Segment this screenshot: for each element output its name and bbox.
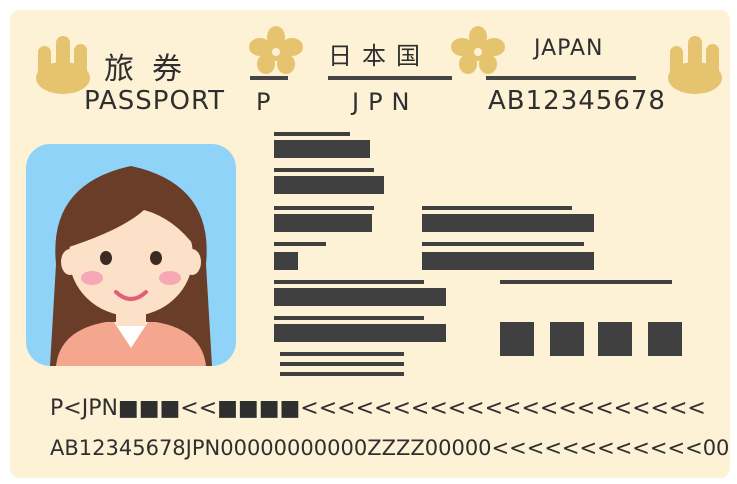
redaction-square [648, 322, 682, 356]
rule-type [250, 76, 288, 80]
redaction-bar [274, 214, 372, 232]
hand-emblem-icon-left [36, 36, 90, 94]
chrysanthemum-icon-right [451, 26, 505, 74]
rule-country-en [486, 76, 636, 80]
redaction-square [598, 322, 632, 356]
passport-card: 旅券 PASSPORT 日本国 JAPAN P JPN AB12345678 [10, 10, 730, 478]
country-en: JAPAN [534, 36, 604, 61]
title-en: PASSPORT [84, 86, 226, 116]
hand-emblem-icon-right [668, 36, 722, 94]
redaction-square [500, 322, 534, 356]
redaction-bar [274, 132, 350, 136]
rule-country-jp [328, 76, 452, 80]
redaction-square [550, 322, 584, 356]
chrysanthemum-icon-left [249, 26, 303, 74]
redaction-bar [274, 288, 446, 306]
redaction-bar [274, 168, 374, 172]
mrz-line-2: AB12345678JPN00000000000ZZZZ00000<<<<<<<… [50, 436, 730, 460]
passport-type: P [256, 88, 272, 116]
photo-portrait [26, 144, 236, 366]
redaction-bar [280, 352, 404, 356]
redaction-bar [274, 206, 374, 210]
redaction-bar [500, 280, 672, 284]
passport-number: AB12345678 [488, 86, 666, 116]
country-jp: 日本国 [328, 42, 430, 70]
mrz-line-1: P<JPN■■■<<■■■■<<<<<<<<<<<<<<<<<<<<<< [50, 396, 706, 421]
redaction-bar [280, 372, 404, 376]
redaction-bar [274, 324, 446, 342]
redaction-bar [274, 140, 370, 158]
redaction-bar [422, 252, 594, 270]
redaction-bar [422, 242, 584, 246]
redaction-bar [274, 242, 326, 246]
redaction-bar [274, 176, 384, 194]
redaction-bar [274, 280, 424, 284]
title-jp: 旅券 [104, 52, 200, 87]
redaction-bar [280, 362, 404, 366]
redaction-bar [422, 206, 572, 210]
issuing-country: JPN [352, 88, 419, 116]
redaction-bar [422, 214, 594, 232]
redaction-bar [274, 252, 298, 270]
redaction-bar [274, 316, 424, 320]
